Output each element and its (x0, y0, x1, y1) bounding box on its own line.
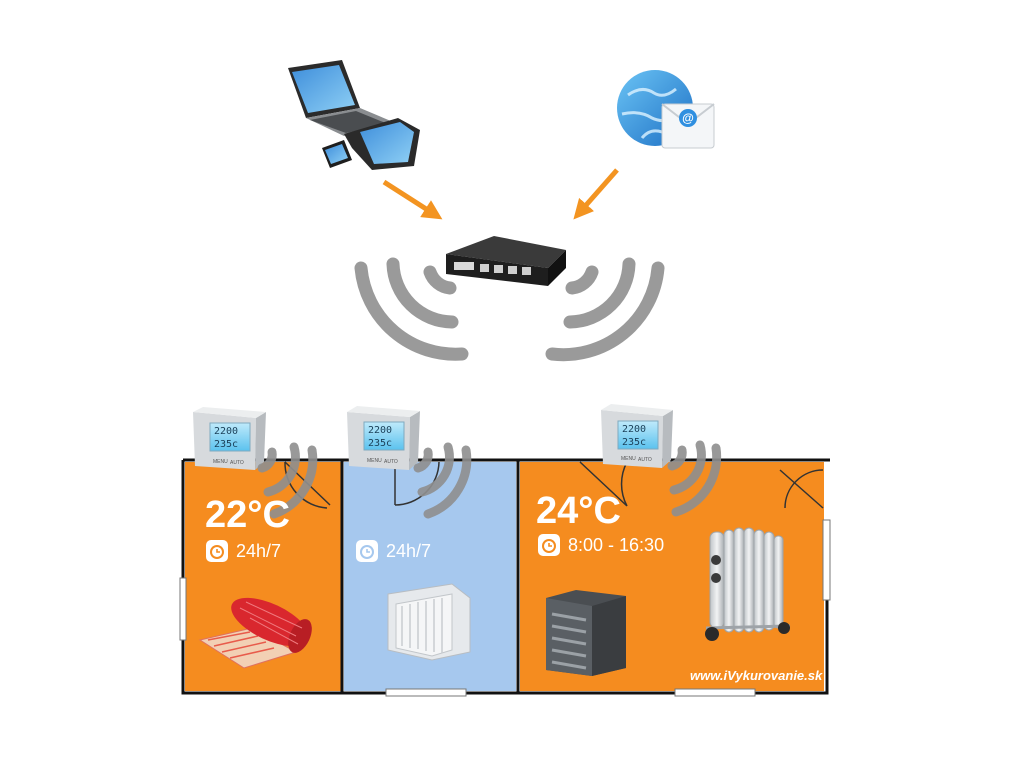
thermostat-3-menu: MENU (621, 456, 636, 462)
arrow-right (573, 168, 619, 220)
room-3-temperature: 24°C (536, 490, 621, 532)
thermostat-3-line1: 2200 (622, 424, 646, 435)
thermostat-3-line2: 235c (622, 437, 646, 448)
thermostat-icon (193, 407, 266, 470)
thermostat-1-line1: 2200 (214, 426, 238, 437)
internet-email-icon: @ (617, 70, 715, 149)
fan-heater-icon (546, 590, 626, 676)
thermostat-icon (347, 406, 420, 470)
svg-text:@: @ (682, 111, 694, 125)
clock-icon (538, 534, 560, 556)
room-1-temperature: 22°C (205, 494, 290, 536)
hub-wireless-waves (354, 257, 665, 362)
clock-icon (206, 540, 228, 562)
thermostat-2-line2: 235c (368, 438, 392, 449)
arrow-left (382, 179, 443, 220)
thermostat-3-auto: AUTO (638, 457, 652, 463)
thermostat-2-auto: AUTO (384, 459, 398, 465)
thermostat-1-line2: 235c (214, 439, 238, 450)
clock-icon (356, 540, 378, 562)
panel-radiator-icon (387, 583, 471, 661)
website-link[interactable]: www.iVykurovanie.sk (690, 668, 823, 683)
thermostat-icon (601, 404, 673, 468)
thermostat-1-auto: AUTO (230, 460, 244, 466)
heating-mat-icon (198, 597, 312, 669)
room-2-schedule-text: 24h/7 (386, 540, 432, 561)
thermostat-1-menu: MENU (213, 459, 228, 465)
thermostat-wireless-waves (257, 440, 722, 519)
thermostat-2-menu: MENU (367, 458, 382, 464)
room-2-schedule: 24h/7 (356, 540, 431, 562)
room-1-schedule: 24h/7 (206, 540, 281, 562)
devices-icon (288, 60, 420, 170)
thermostat-2-line1: 2200 (368, 425, 392, 436)
control-unit-icon (446, 236, 566, 286)
oil-radiator-icon (705, 527, 791, 641)
room-3-schedule: 8:00 - 16:30 (538, 534, 664, 556)
room-3-schedule-text: 8:00 - 16:30 (568, 534, 665, 555)
room-1-schedule-text: 24h/7 (236, 540, 282, 561)
